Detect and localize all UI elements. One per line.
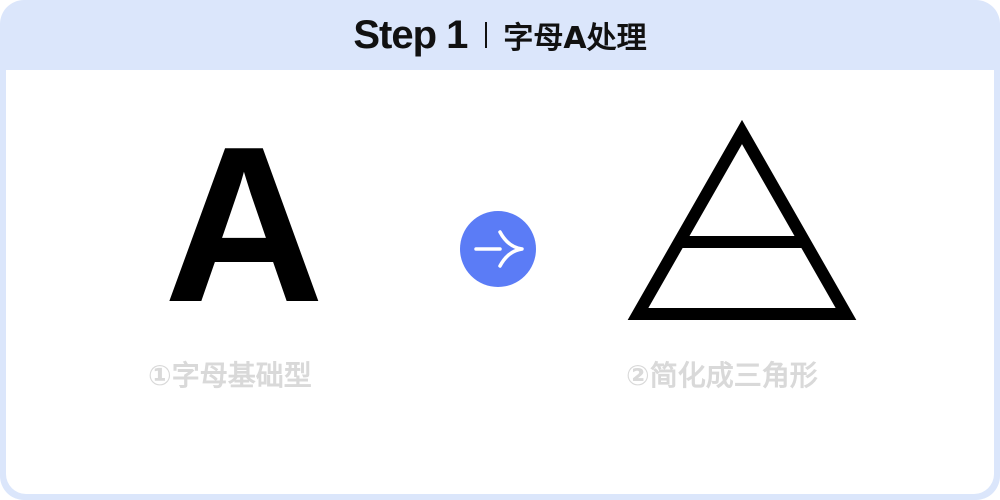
step-label: Step 1 <box>353 12 468 57</box>
header-divider <box>485 22 488 48</box>
step-title: 字母A处理 <box>503 21 647 56</box>
basic-shape-caption: ①字母基础型 <box>148 359 312 392</box>
triangle-with-crossbar-icon <box>627 119 857 320</box>
letter-a-glyph: A <box>163 101 325 349</box>
merge-arrow-right-icon <box>474 230 524 268</box>
arrow-circle <box>460 211 536 287</box>
simplified-triangle-caption: ②简化成三角形 <box>626 359 818 392</box>
step-header: Step 1 字母A处理 <box>0 0 1000 70</box>
